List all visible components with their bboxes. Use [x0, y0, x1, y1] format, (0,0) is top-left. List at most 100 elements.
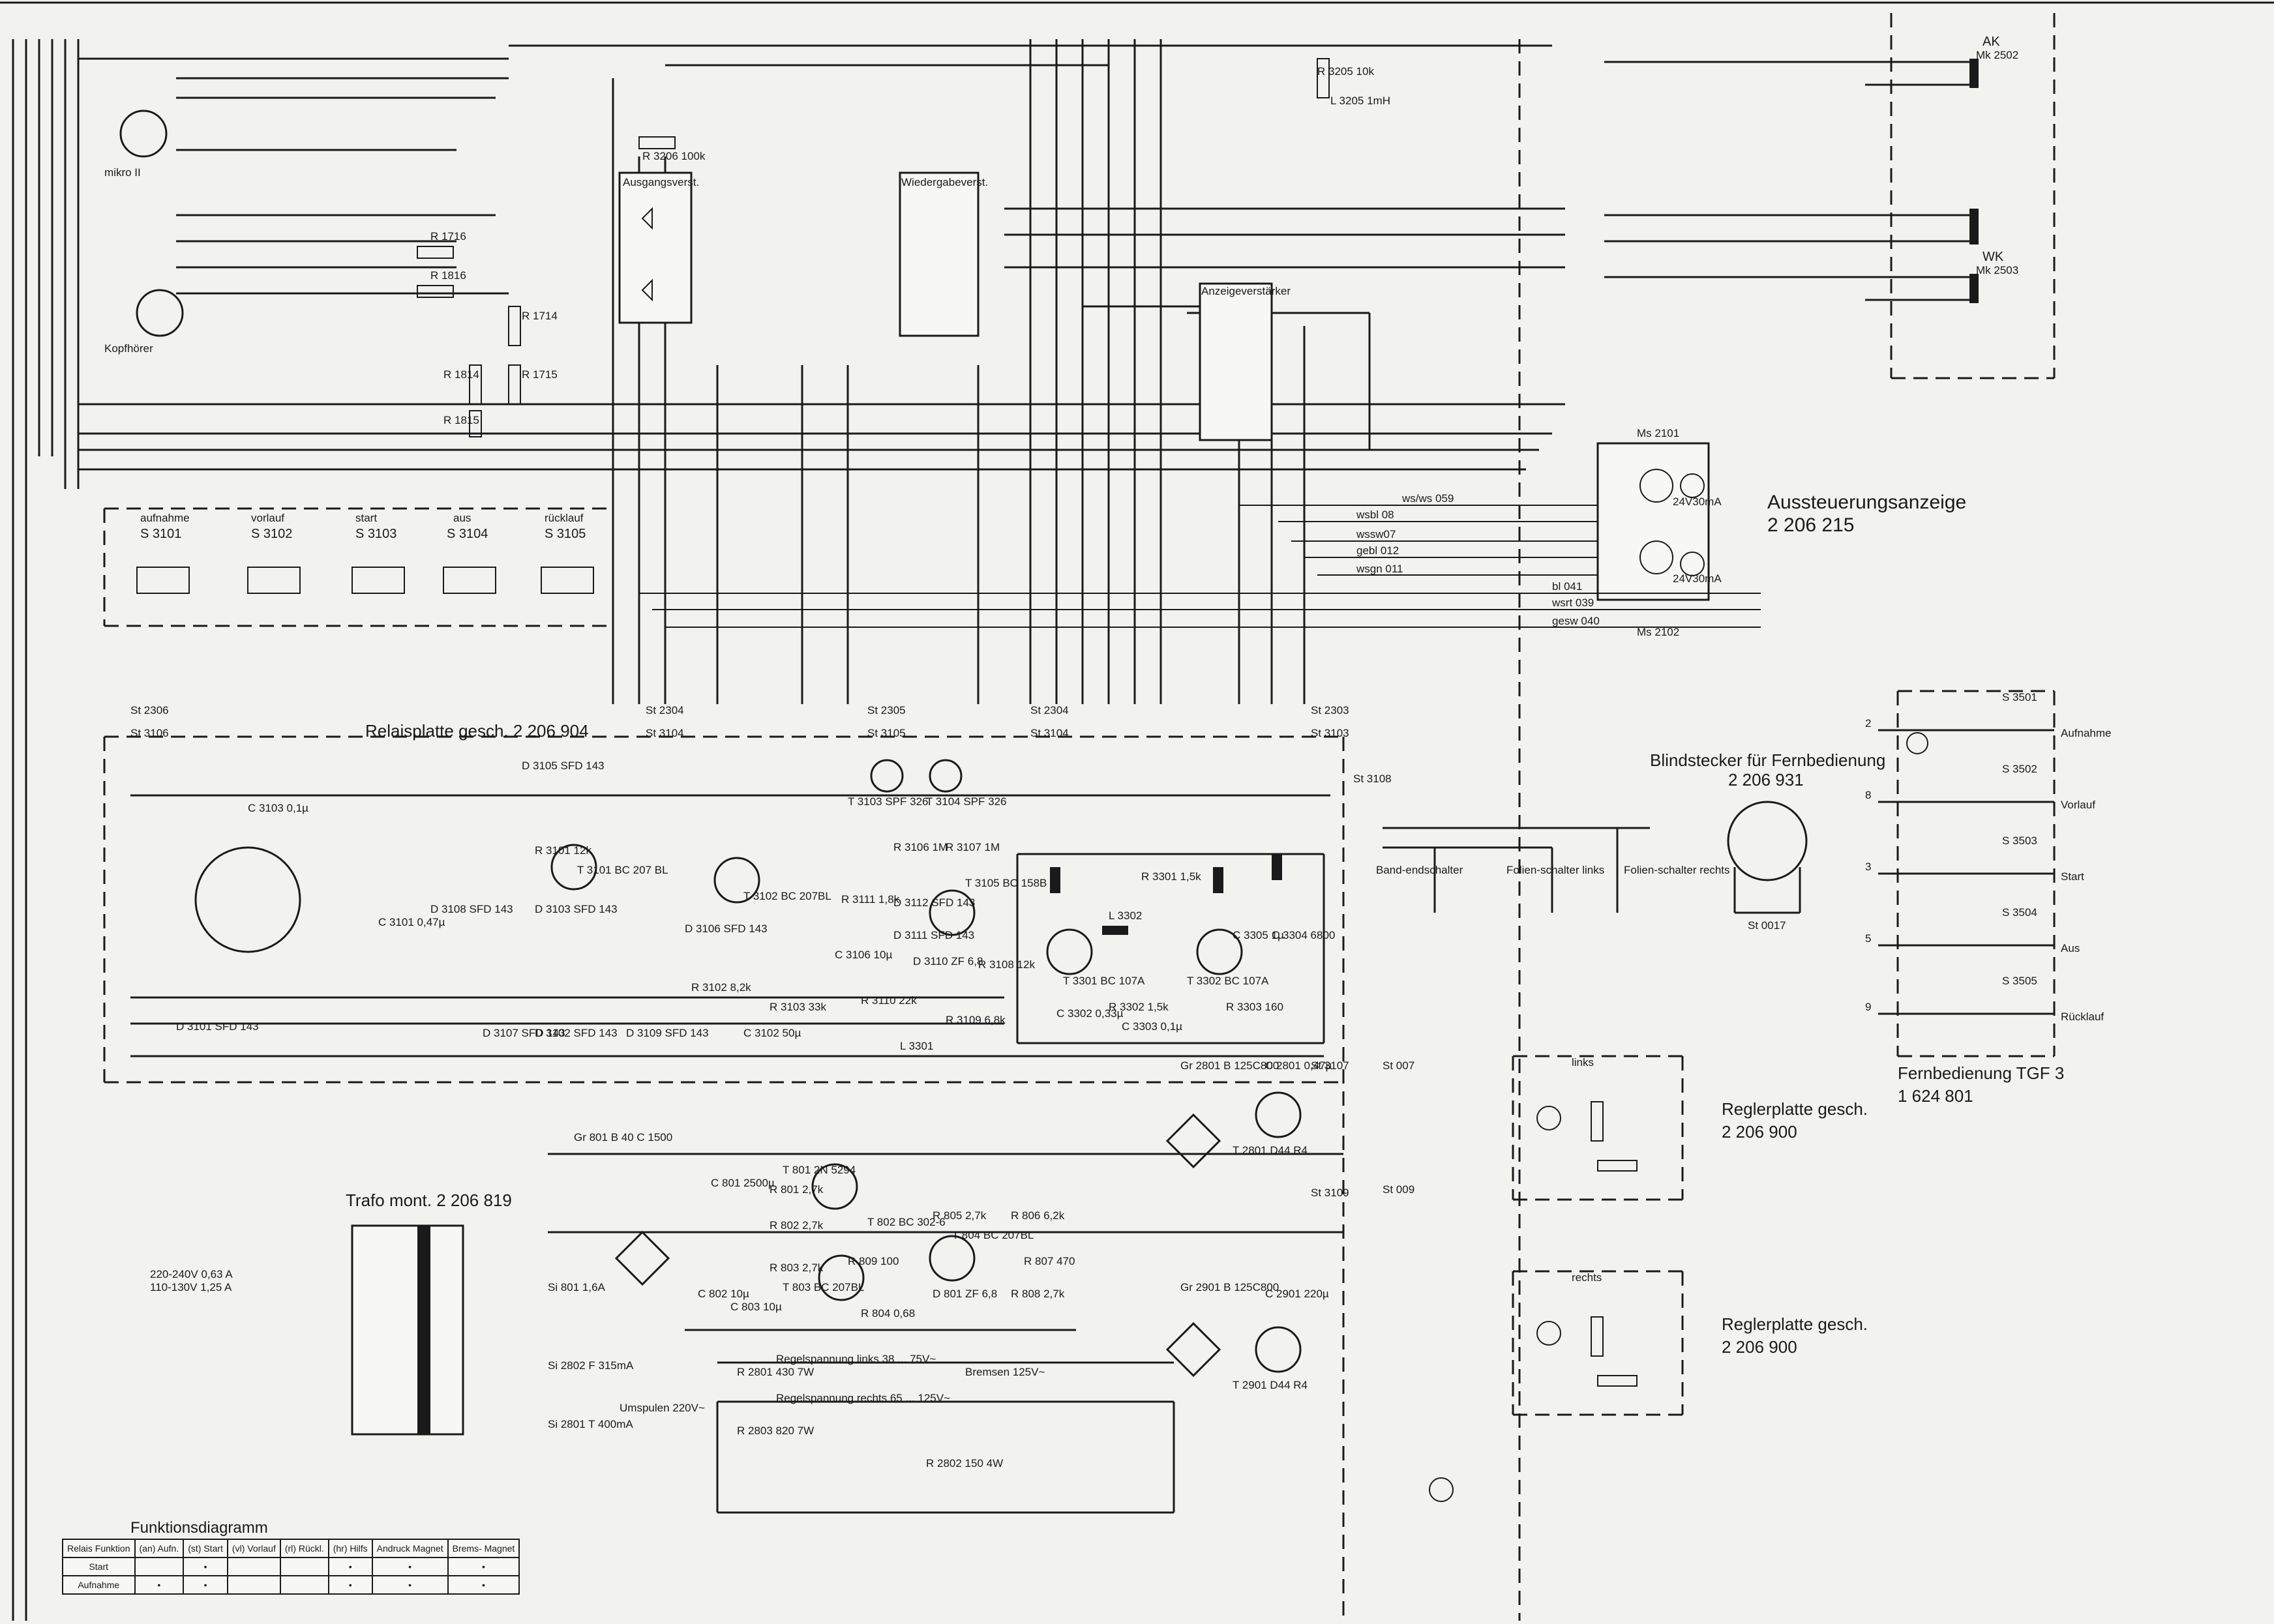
resistor-label-7: R 3110 22k	[861, 994, 917, 1007]
connector-14: St 3109	[1311, 1187, 1349, 1199]
resistor-label-17: R 806 6,2k	[1011, 1209, 1065, 1222]
switch-id-2: S 3103	[355, 527, 396, 541]
remote-name-0: Aufnahme	[2061, 727, 2112, 739]
connector-10: St 3108	[1353, 773, 1392, 785]
capacitor-label-2: C 3102 50µ	[743, 1027, 801, 1039]
capacitor-label-9: C 802 10µ	[698, 1288, 749, 1300]
connector-labels: St 2306 St 3106 St 2304 St 3104 St 2305 …	[130, 704, 1414, 1199]
resistor-label-8: R 3111 1,8k	[841, 893, 900, 906]
connector-5: St 3105	[867, 727, 906, 739]
table-cell: Start	[62, 1557, 136, 1576]
lamp-label-2: 24V30mA	[1673, 572, 1722, 585]
capacitor-label-1: C 3101 0,47µ	[378, 916, 445, 928]
remote-pin-1: 8	[1865, 789, 1871, 801]
switch-id-1: S 3102	[251, 527, 292, 541]
remote-switches	[1878, 729, 2054, 1015]
remote-pin-0: 2	[1865, 717, 1871, 730]
capacitor-label-8: C 801 2500µ	[711, 1177, 775, 1189]
anzeigeverst-block	[1199, 282, 1273, 441]
audio-sockets	[119, 110, 184, 337]
resistor-label-18: R 807 470	[1024, 1255, 1075, 1267]
switch-name-1: vorlauf	[251, 512, 284, 524]
diode-label-10: D 3112 SFD 143	[893, 896, 975, 909]
wiedergabeverst-label: Wiedergabeverst.	[901, 176, 988, 188]
connector-0: St 2306	[130, 704, 169, 716]
output-jacks	[1865, 59, 1979, 303]
folien-links-label: Folien-schalter links	[1506, 864, 1604, 876]
table-cell: •	[447, 1557, 520, 1576]
resistor-label-16: R 805 2,7k	[933, 1209, 987, 1222]
resistor-label-1: R 3102 8,2k	[691, 981, 751, 994]
connector-11: St 3107	[1311, 1059, 1349, 1072]
switch-id-0: S 3101	[140, 527, 181, 541]
component-labels: T 3101 BC 207 BL T 3102 BC 207BL T 3103 …	[176, 65, 1390, 1469]
wire-label-0: ws/ws 059	[1401, 492, 1454, 505]
resistor-label-5: R 3108 12k	[978, 958, 1035, 971]
diode-label-2: D 3103 SFD 143	[535, 903, 618, 915]
blindstecker-number: 2 206 931	[1728, 770, 1804, 790]
ausgangsverst-block	[618, 171, 693, 324]
links-label: links	[1572, 1056, 1594, 1069]
regler-2-label: Reglerplatte gesch.	[1722, 1314, 1868, 1334]
table-cell: Aufnahme	[62, 1575, 136, 1595]
blindstecker-label: Blindstecker für Fernbedienung	[1650, 750, 1885, 770]
transistor-label-10: T 804 BC 207BL	[952, 1229, 1034, 1241]
labels: Relaisplatte gesch. 2 206 904 Trafo mont…	[104, 35, 2064, 1414]
relay-icon: (rl)	[284, 1543, 296, 1554]
switch-bank	[136, 567, 594, 594]
regel-links-label: Regelspannung links 38 ... 75V~	[776, 1353, 936, 1365]
umspulen-label: Umspulen 220V~	[620, 1402, 705, 1414]
fernbedienung-label: Fernbedienung TGF 3	[1898, 1063, 2064, 1083]
table-header: (vl) Vorlauf	[226, 1539, 281, 1558]
upper-wires	[78, 44, 1865, 471]
switch-name-0: aufnahme	[140, 512, 190, 524]
ausgangsverst-label: Ausgangsverst.	[623, 176, 699, 188]
table-cell: •	[134, 1575, 185, 1595]
rechts-label: rechts	[1572, 1271, 1602, 1284]
fuse-label-0: Si 801 1,6A	[548, 1281, 606, 1293]
rectifier-label-1: Gr 2801 B 125C800	[1180, 1059, 1279, 1072]
amplifier-blocks	[618, 171, 1710, 601]
resistor-label-3: R 3106 1M	[893, 841, 948, 853]
function-table: Relais Funktion (an) Aufn. (st) Start (v…	[62, 1539, 520, 1595]
remote-switch-labels: S 3501 Aufnahme 2 S 3502 Vorlauf 8 S 350…	[1865, 691, 2112, 1023]
transistor-label-2: T 3103 SPF 326	[848, 795, 929, 808]
connector-9: St 3103	[1311, 727, 1349, 739]
diode-label-3: D 3105 SFD 143	[522, 760, 605, 772]
diode-label-11: D 801 ZF 6,8	[933, 1288, 997, 1300]
capacitor-label-3: C 3106 10µ	[835, 949, 892, 961]
transistor-label-4: T 3105 BC 158B	[965, 877, 1047, 889]
resistor-label-19: R 808 2,7k	[1011, 1288, 1065, 1300]
switch-name-2: start	[355, 512, 377, 524]
switch-id-4: S 3105	[545, 527, 586, 541]
ak-label: AK	[1982, 35, 2000, 49]
resistor-label-4: R 3107 1M	[946, 841, 1000, 853]
bremsen-label: Bremsen 125V~	[965, 1366, 1045, 1378]
relay-icon: (st)	[188, 1543, 202, 1554]
capacitor-label-4: C 3302 0,33µ	[1056, 1007, 1124, 1020]
connector-6: St 2304	[1030, 704, 1069, 716]
table-cell	[226, 1557, 281, 1576]
connector-3: St 3104	[646, 727, 684, 739]
resistor-label-20: R 809 100	[848, 1255, 899, 1267]
capacitor-label-0: C 3103 0,1µ	[248, 802, 308, 814]
table-header: Andruck Magnet	[371, 1539, 449, 1558]
diode-label-1: D 3102 SFD 143	[535, 1027, 618, 1039]
regler-1-label: Reglerplatte gesch.	[1722, 1099, 1868, 1119]
wire-label-6: wsrt 039	[1551, 597, 1594, 609]
resistor-label-12: R 801 2,7k	[770, 1183, 824, 1196]
table-header: (hr) Hilfs	[327, 1539, 373, 1558]
connector-8: St 2303	[1311, 704, 1349, 716]
resistor-label-21: R 2801 430 7W	[737, 1366, 814, 1378]
transistor-label-3: T 3104 SPF 326	[926, 795, 1007, 808]
transistor-label-6: T 3302 BC 107A	[1187, 975, 1269, 987]
resistor-label-0: R 3101 12k	[535, 844, 591, 857]
resistor-label-23: R 2803 820 7W	[737, 1425, 814, 1437]
switch-labels: aufnahme S 3101 vorlauf S 3102 start S 3…	[140, 512, 586, 541]
resistor-label-26: R 1714	[522, 310, 558, 322]
wk-mk-label: Mk 2503	[1976, 264, 2018, 276]
table-cell: •	[183, 1557, 228, 1576]
relay-icon: (hr)	[333, 1543, 348, 1554]
table-row: Aufnahme • • • • •	[62, 1575, 520, 1595]
